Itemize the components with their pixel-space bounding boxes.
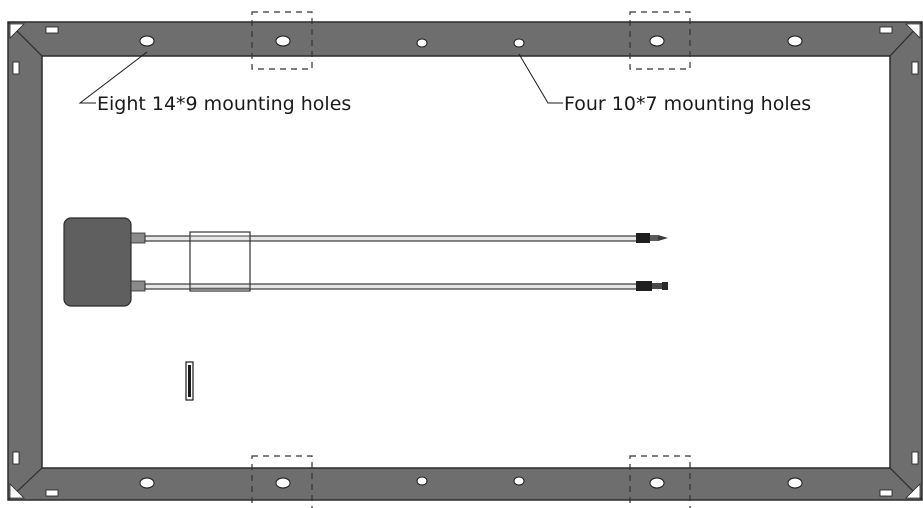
- large-mounting-holes-top: [139, 35, 803, 47]
- label-plate-inner: [188, 365, 191, 397]
- eight-holes-label: Eight 14*9 mounting holes: [97, 93, 351, 115]
- leader-line-four-holes: [518, 53, 563, 104]
- cable-tie-shadow: [190, 235, 250, 289]
- cable-tie-bracket: [189, 231, 251, 292]
- drain-slots: [12, 26, 919, 497]
- cable-glands: [130, 232, 146, 292]
- small-mounting-holes-top: [416, 38, 525, 48]
- large-mounting-holes-bottom: [139, 477, 803, 489]
- four-holes-label: Four 10*7 mounting holes: [564, 93, 811, 115]
- small-mounting-holes-bottom: [416, 476, 525, 486]
- connector-positive: [636, 233, 668, 243]
- corner-brackets: [9, 23, 921, 499]
- mounting-hole-highlight-boxes: [251, 11, 691, 508]
- connector-negative: [636, 281, 668, 291]
- junction-box: [63, 217, 132, 307]
- output-cables: [144, 235, 639, 290]
- leader-line-eight-holes: [78, 51, 148, 104]
